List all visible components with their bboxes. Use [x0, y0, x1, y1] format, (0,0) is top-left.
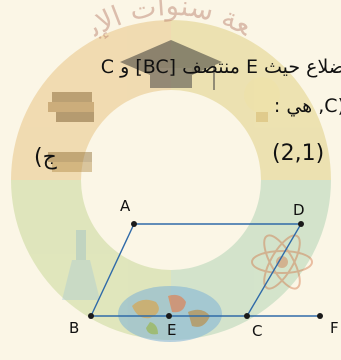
- label-e: E: [167, 321, 176, 339]
- graduation-cap-icon: [120, 40, 222, 90]
- point-f: [317, 313, 323, 319]
- bulb-icon: [244, 77, 280, 122]
- label-b: B: [69, 319, 79, 337]
- problem-text-line2: (C, هي :: [273, 95, 341, 117]
- parallelogram-abcd: [89, 223, 303, 317]
- point-d: [298, 221, 304, 227]
- flask-icon: [62, 230, 100, 300]
- point-b: [88, 313, 94, 319]
- label-a: A: [120, 197, 131, 215]
- option-value: (2,1): [272, 141, 325, 166]
- label-d: D: [293, 201, 305, 219]
- point-c: [244, 313, 250, 319]
- point-e: [166, 313, 172, 319]
- point-a: [131, 221, 137, 227]
- label-c: C: [252, 322, 262, 340]
- books-icon: [48, 92, 94, 172]
- option-label: ج): [34, 145, 57, 170]
- problem-text-line1: ضلاع حيث E منتصف [BC] و C: [100, 56, 341, 78]
- label-f: F: [330, 319, 339, 337]
